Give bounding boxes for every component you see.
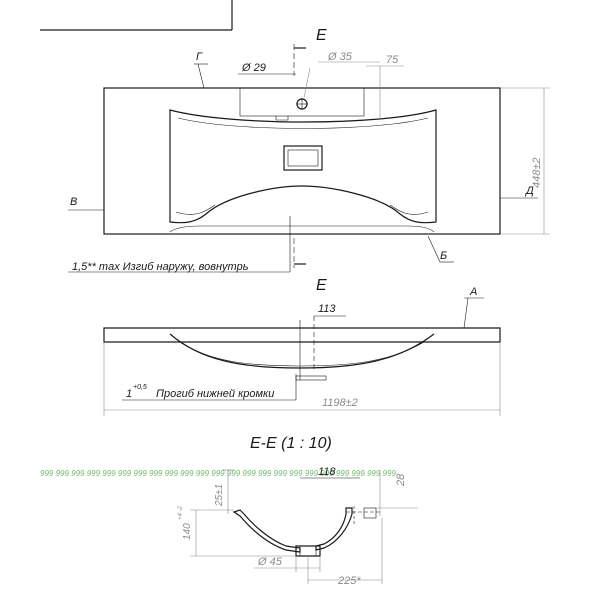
dim-28: 28	[376, 470, 418, 516]
svg-text:Д: Д	[524, 185, 534, 197]
basin-outline	[169, 109, 437, 224]
section-view: E-E (1 : 10) 999 999 999 999 999 999 999…	[40, 435, 418, 587]
side-view-outline	[103, 327, 501, 343]
svg-text:В: В	[70, 196, 77, 208]
dim-225: 225*	[307, 518, 383, 587]
hatch-row: 999 999 999 999 999 999 999 999 999 999 …	[40, 469, 396, 478]
svg-text:448±2: 448±2	[531, 157, 543, 188]
dim-113: 113	[299, 303, 346, 380]
top-view: E Ø 29 Ø 35 75 Г В	[68, 27, 550, 294]
front-lip	[169, 225, 435, 233]
section-profile-left	[232, 509, 301, 553]
section-mark-bottom: E	[316, 277, 327, 294]
dim-140: 140 +4 -2	[178, 505, 296, 557]
section-profile-right	[315, 507, 353, 551]
svg-text:118: 118	[318, 466, 336, 478]
svg-text:Ø 35: Ø 35	[327, 51, 353, 63]
svg-text:A: A	[469, 286, 477, 298]
svg-text:140: 140	[182, 523, 193, 540]
svg-text:1,5** max Изгиб наружу, вовнут: 1,5** max Изгиб наружу, вовнутрь	[72, 261, 249, 273]
svg-text:Б: Б	[440, 250, 447, 262]
label-a: A	[463, 286, 484, 329]
side-basin	[169, 333, 435, 369]
dim-448: 448±2	[500, 87, 550, 235]
svg-text:75: 75	[386, 54, 399, 66]
svg-text:225*: 225*	[337, 575, 361, 587]
svg-text:Прогиб нижней кромки: Прогиб нижней кромки	[156, 388, 274, 400]
svg-text:28: 28	[395, 473, 407, 487]
side-view: 113 A 1 +0,5 Прогиб нижней кромки 1198±2	[103, 286, 501, 416]
section-overflow-tab	[363, 507, 377, 519]
dim-75: 75	[366, 54, 404, 120]
dim-d35: Ø 35	[303, 51, 380, 99]
label-d: Д	[500, 185, 538, 199]
dim-118: 118	[300, 466, 360, 479]
svg-text:+4 -2: +4 -2	[178, 505, 184, 520]
dim-25: 25±1	[214, 469, 234, 514]
svg-text:Ø 45: Ø 45	[257, 556, 283, 568]
dim-1198: 1198±2	[103, 342, 501, 416]
overflow-slot	[283, 145, 323, 171]
label-v: В	[68, 196, 104, 211]
svg-text:25±1: 25±1	[214, 484, 225, 507]
svg-text:113: 113	[318, 303, 336, 315]
svg-text:1198±2: 1198±2	[322, 397, 358, 409]
faucet-deck	[239, 87, 365, 117]
faucet-hole	[296, 98, 308, 110]
section-mark-top: E	[316, 27, 327, 44]
note-bend: 1,5** max Изгиб наружу, вовнутрь	[68, 216, 291, 273]
dim-d45: Ø 45	[254, 556, 321, 572]
svg-text:Ø 29: Ø 29	[241, 62, 266, 74]
label-g: Г	[194, 51, 208, 89]
note-deflection: 1 +0,5 Прогиб нижней кромки	[122, 374, 297, 401]
svg-text:+0,5: +0,5	[133, 384, 147, 391]
side-drain-foot	[295, 375, 327, 381]
svg-text:Г: Г	[196, 51, 203, 63]
section-title: E-E (1 : 10)	[250, 435, 332, 452]
svg-text:1: 1	[126, 388, 132, 400]
dim-d29: Ø 29	[238, 62, 296, 75]
title-block-corner	[40, 0, 233, 31]
label-b: Б	[427, 235, 454, 263]
